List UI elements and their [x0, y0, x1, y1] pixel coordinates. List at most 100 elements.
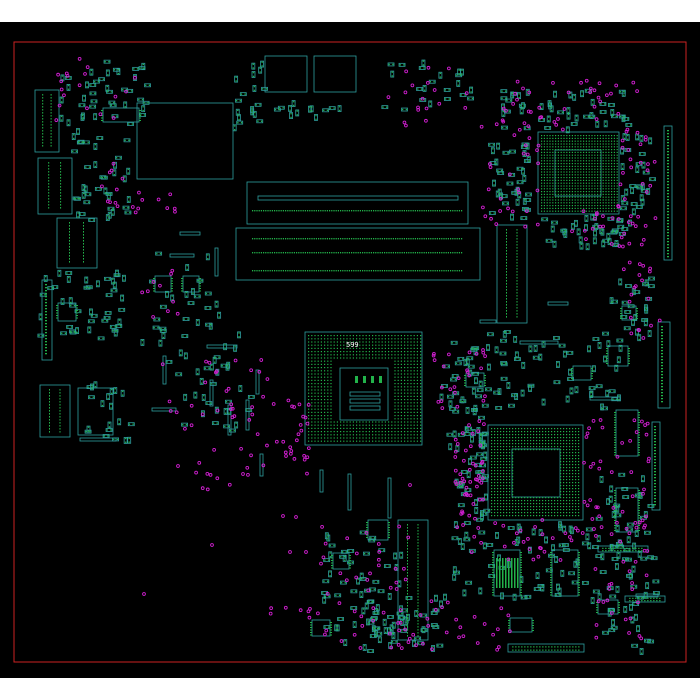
pad — [509, 458, 511, 460]
pad — [522, 106, 524, 109]
pad — [107, 74, 109, 76]
pad — [548, 428, 550, 430]
pad — [60, 177, 62, 179]
pad — [557, 199, 559, 201]
pad — [602, 196, 604, 198]
pad — [308, 357, 310, 359]
pad — [351, 270, 353, 272]
pad — [599, 193, 601, 195]
pad — [320, 376, 322, 378]
passive-component — [64, 76, 72, 80]
pad — [388, 338, 390, 340]
pad — [491, 431, 493, 433]
pad — [616, 146, 618, 148]
pad — [515, 512, 517, 514]
pad — [572, 431, 574, 433]
pad — [555, 182, 557, 184]
pad — [589, 115, 591, 118]
pad — [198, 295, 200, 298]
pad — [545, 646, 547, 648]
pad — [346, 437, 348, 439]
pad — [454, 252, 456, 254]
pad — [563, 163, 565, 165]
pad — [310, 632, 312, 633]
pad — [69, 225, 70, 227]
pad — [365, 344, 367, 346]
pad — [554, 506, 556, 508]
pad — [356, 434, 358, 436]
pad — [447, 252, 449, 254]
pad — [638, 434, 640, 436]
pad — [333, 351, 335, 353]
pad — [252, 63, 255, 65]
pad — [577, 207, 579, 209]
pad — [613, 140, 615, 142]
passive-component — [343, 639, 348, 647]
pad — [404, 363, 406, 365]
pad — [650, 597, 652, 599]
pad — [308, 386, 310, 388]
passive-component — [431, 645, 435, 652]
resistor-outline — [162, 355, 167, 385]
passive-component — [205, 253, 210, 261]
pad — [362, 347, 364, 349]
pad — [667, 232, 669, 234]
pad — [602, 135, 604, 137]
passive-component — [328, 570, 332, 578]
pad — [591, 157, 593, 159]
passive-component — [466, 471, 471, 479]
pad — [314, 434, 316, 436]
pad — [578, 569, 580, 571]
pad — [417, 563, 419, 565]
pad — [417, 626, 419, 628]
pad — [563, 146, 565, 148]
pad — [580, 168, 582, 170]
passive-component — [161, 332, 166, 340]
pad — [628, 350, 630, 352]
pad — [552, 196, 554, 198]
pad — [516, 307, 518, 309]
pad — [330, 624, 332, 626]
pad — [330, 421, 332, 423]
pad — [413, 376, 415, 378]
passive-component — [599, 102, 607, 106]
pad — [397, 270, 399, 272]
passive-component — [451, 374, 459, 378]
pad — [153, 288, 155, 289]
pad — [407, 572, 408, 574]
pad — [340, 210, 342, 212]
pad — [417, 599, 419, 601]
pad — [591, 375, 593, 377]
passive-component — [644, 530, 651, 535]
pad — [613, 135, 615, 137]
pad — [413, 399, 415, 401]
pad — [420, 357, 422, 359]
pad — [563, 506, 565, 508]
pad — [572, 437, 574, 439]
pad — [83, 240, 84, 242]
pad — [417, 623, 419, 625]
pad — [59, 419, 61, 421]
pad — [551, 428, 553, 430]
pad — [384, 440, 386, 442]
pad — [410, 431, 412, 433]
pad — [532, 622, 534, 624]
passive-component — [68, 297, 73, 305]
pad — [83, 141, 86, 144]
pad — [419, 210, 421, 212]
pad — [574, 143, 576, 145]
pad — [368, 347, 370, 349]
pad — [251, 110, 253, 113]
pad — [512, 506, 514, 508]
pad — [560, 515, 562, 517]
pad — [497, 437, 499, 439]
passive-component — [103, 187, 108, 195]
pad — [605, 168, 607, 170]
pad — [654, 450, 656, 452]
pad — [59, 398, 61, 400]
pad — [370, 210, 372, 212]
pad — [494, 473, 496, 475]
pad — [337, 210, 339, 212]
pad — [503, 515, 505, 517]
passive-component — [510, 91, 515, 99]
